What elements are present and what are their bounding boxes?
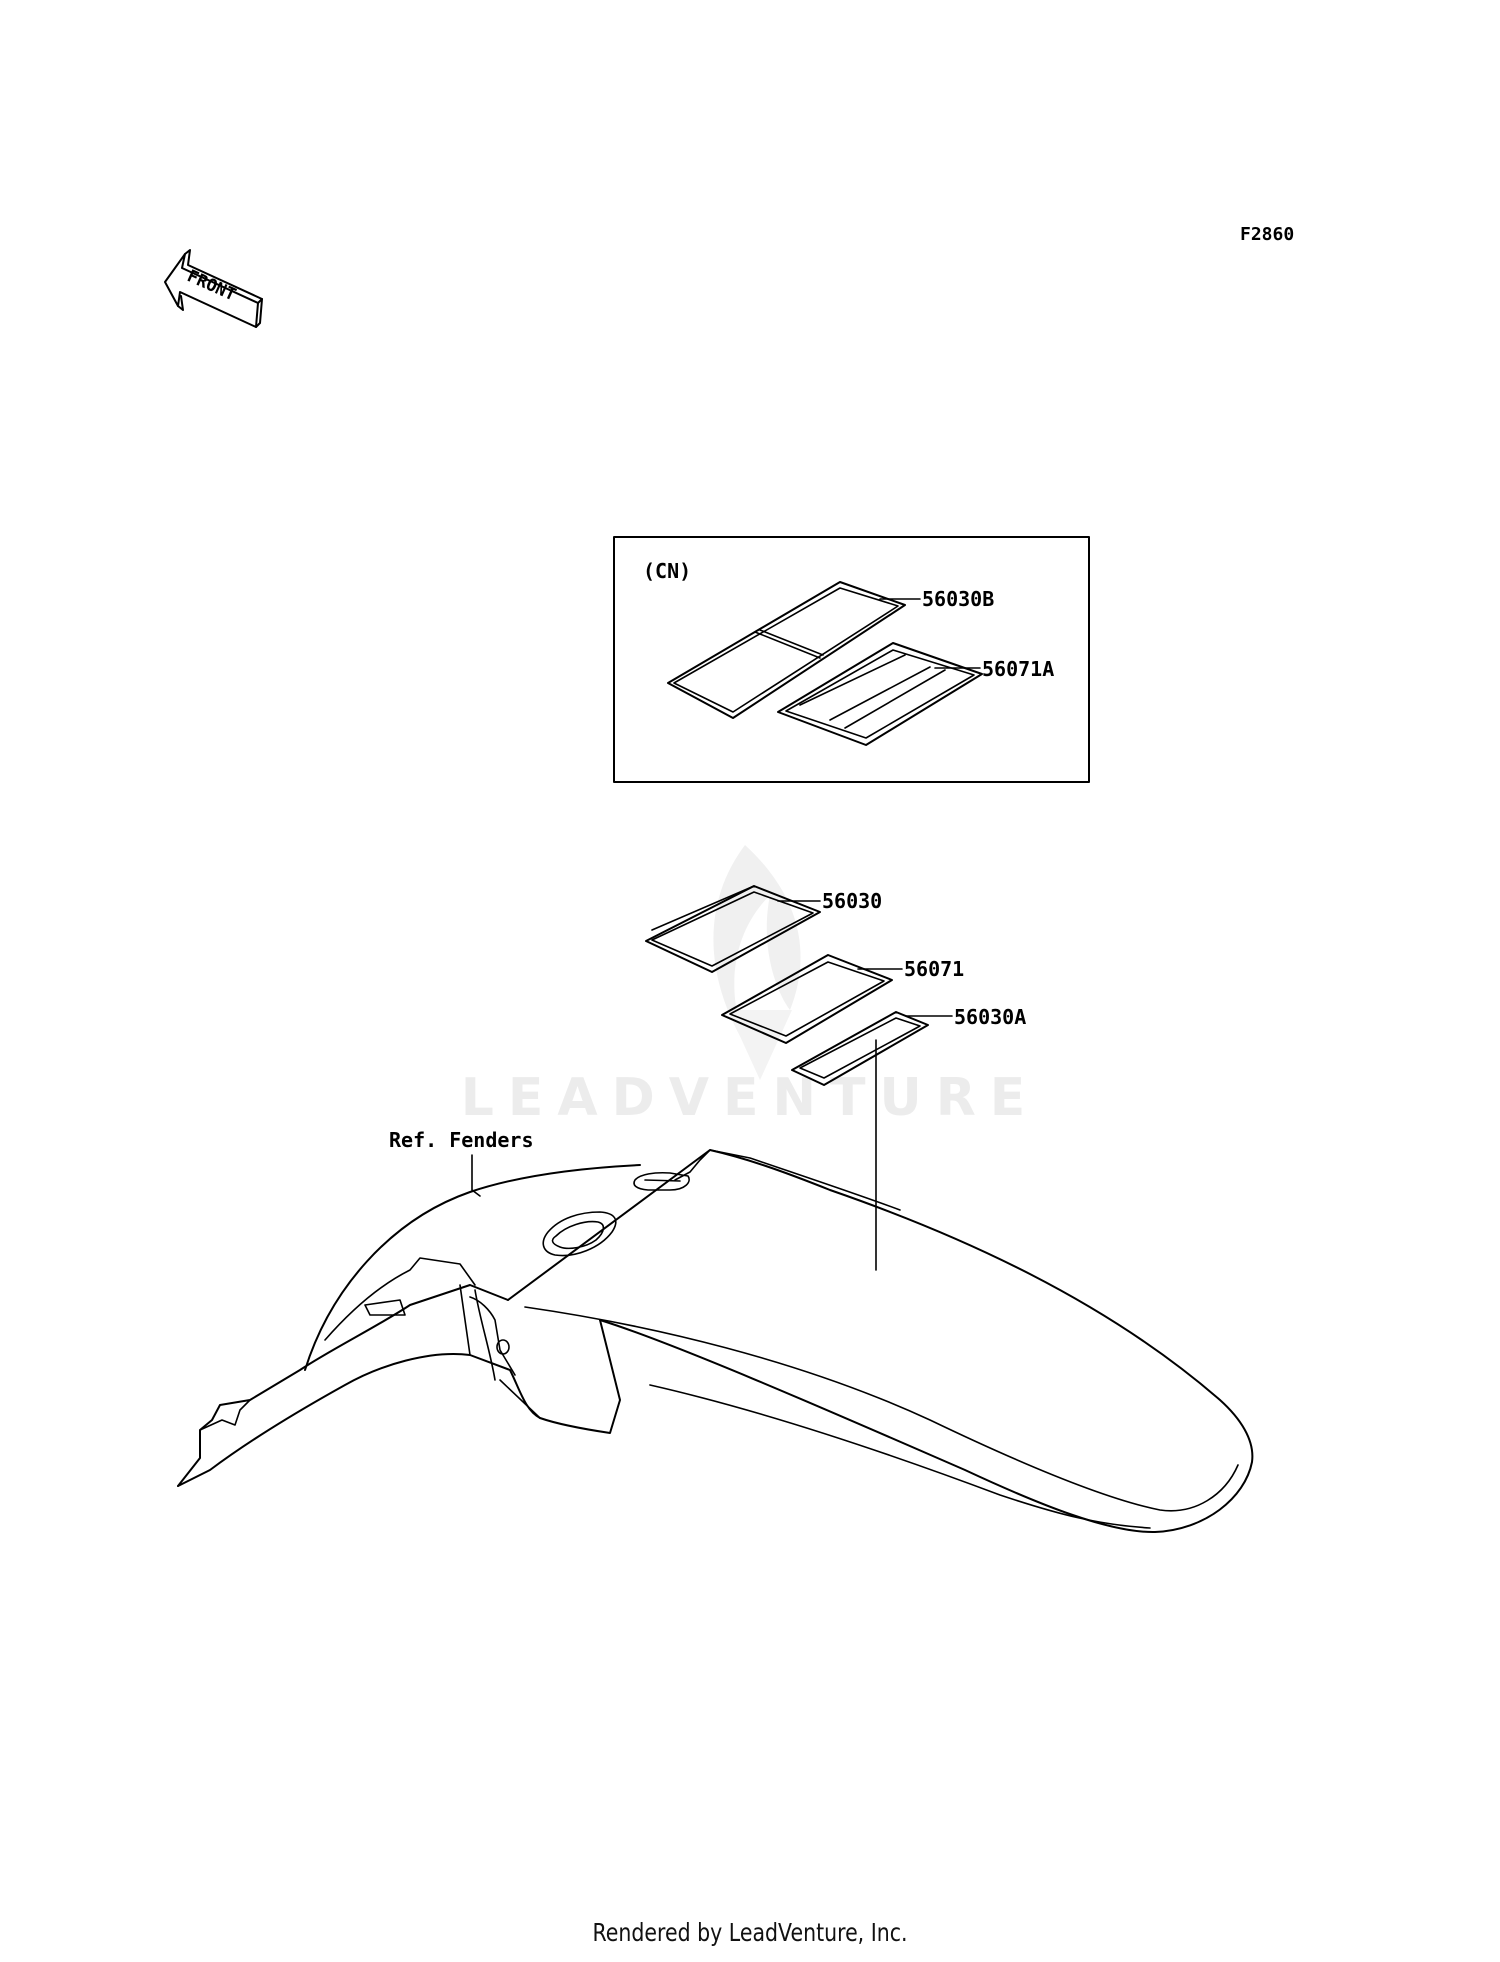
ref-fenders-leader bbox=[471, 1154, 481, 1197]
footer-credit: Rendered by LeadVenture, Inc. bbox=[592, 1918, 908, 1947]
part-56030b-label: 56030B bbox=[922, 587, 994, 611]
part-56071a-label: 56071A bbox=[982, 657, 1054, 681]
part-56071-label: 56071 bbox=[904, 957, 964, 981]
ref-fenders-label: Ref. Fenders bbox=[389, 1128, 534, 1152]
sticker-56030b bbox=[667, 581, 906, 719]
diagram-code: F2860 bbox=[1240, 224, 1294, 245]
rear-fender bbox=[177, 1149, 1254, 1534]
cn-inset: (CN) 56030B 56071A bbox=[613, 536, 1090, 783]
front-arrow-icon: FRONT bbox=[164, 249, 263, 328]
front-label: FRONT bbox=[184, 266, 239, 305]
part-56030a-label: 56030A bbox=[954, 1005, 1026, 1029]
inset-region-label: (CN) bbox=[643, 559, 691, 583]
sticker-56030a bbox=[791, 1011, 929, 1086]
sticker-56030 bbox=[645, 885, 821, 973]
sticker-56071 bbox=[721, 954, 893, 1044]
sticker-56071a bbox=[777, 642, 983, 746]
part-56030-label: 56030 bbox=[822, 889, 882, 913]
watermark-text: LEADVENTURE bbox=[461, 1068, 1040, 1128]
